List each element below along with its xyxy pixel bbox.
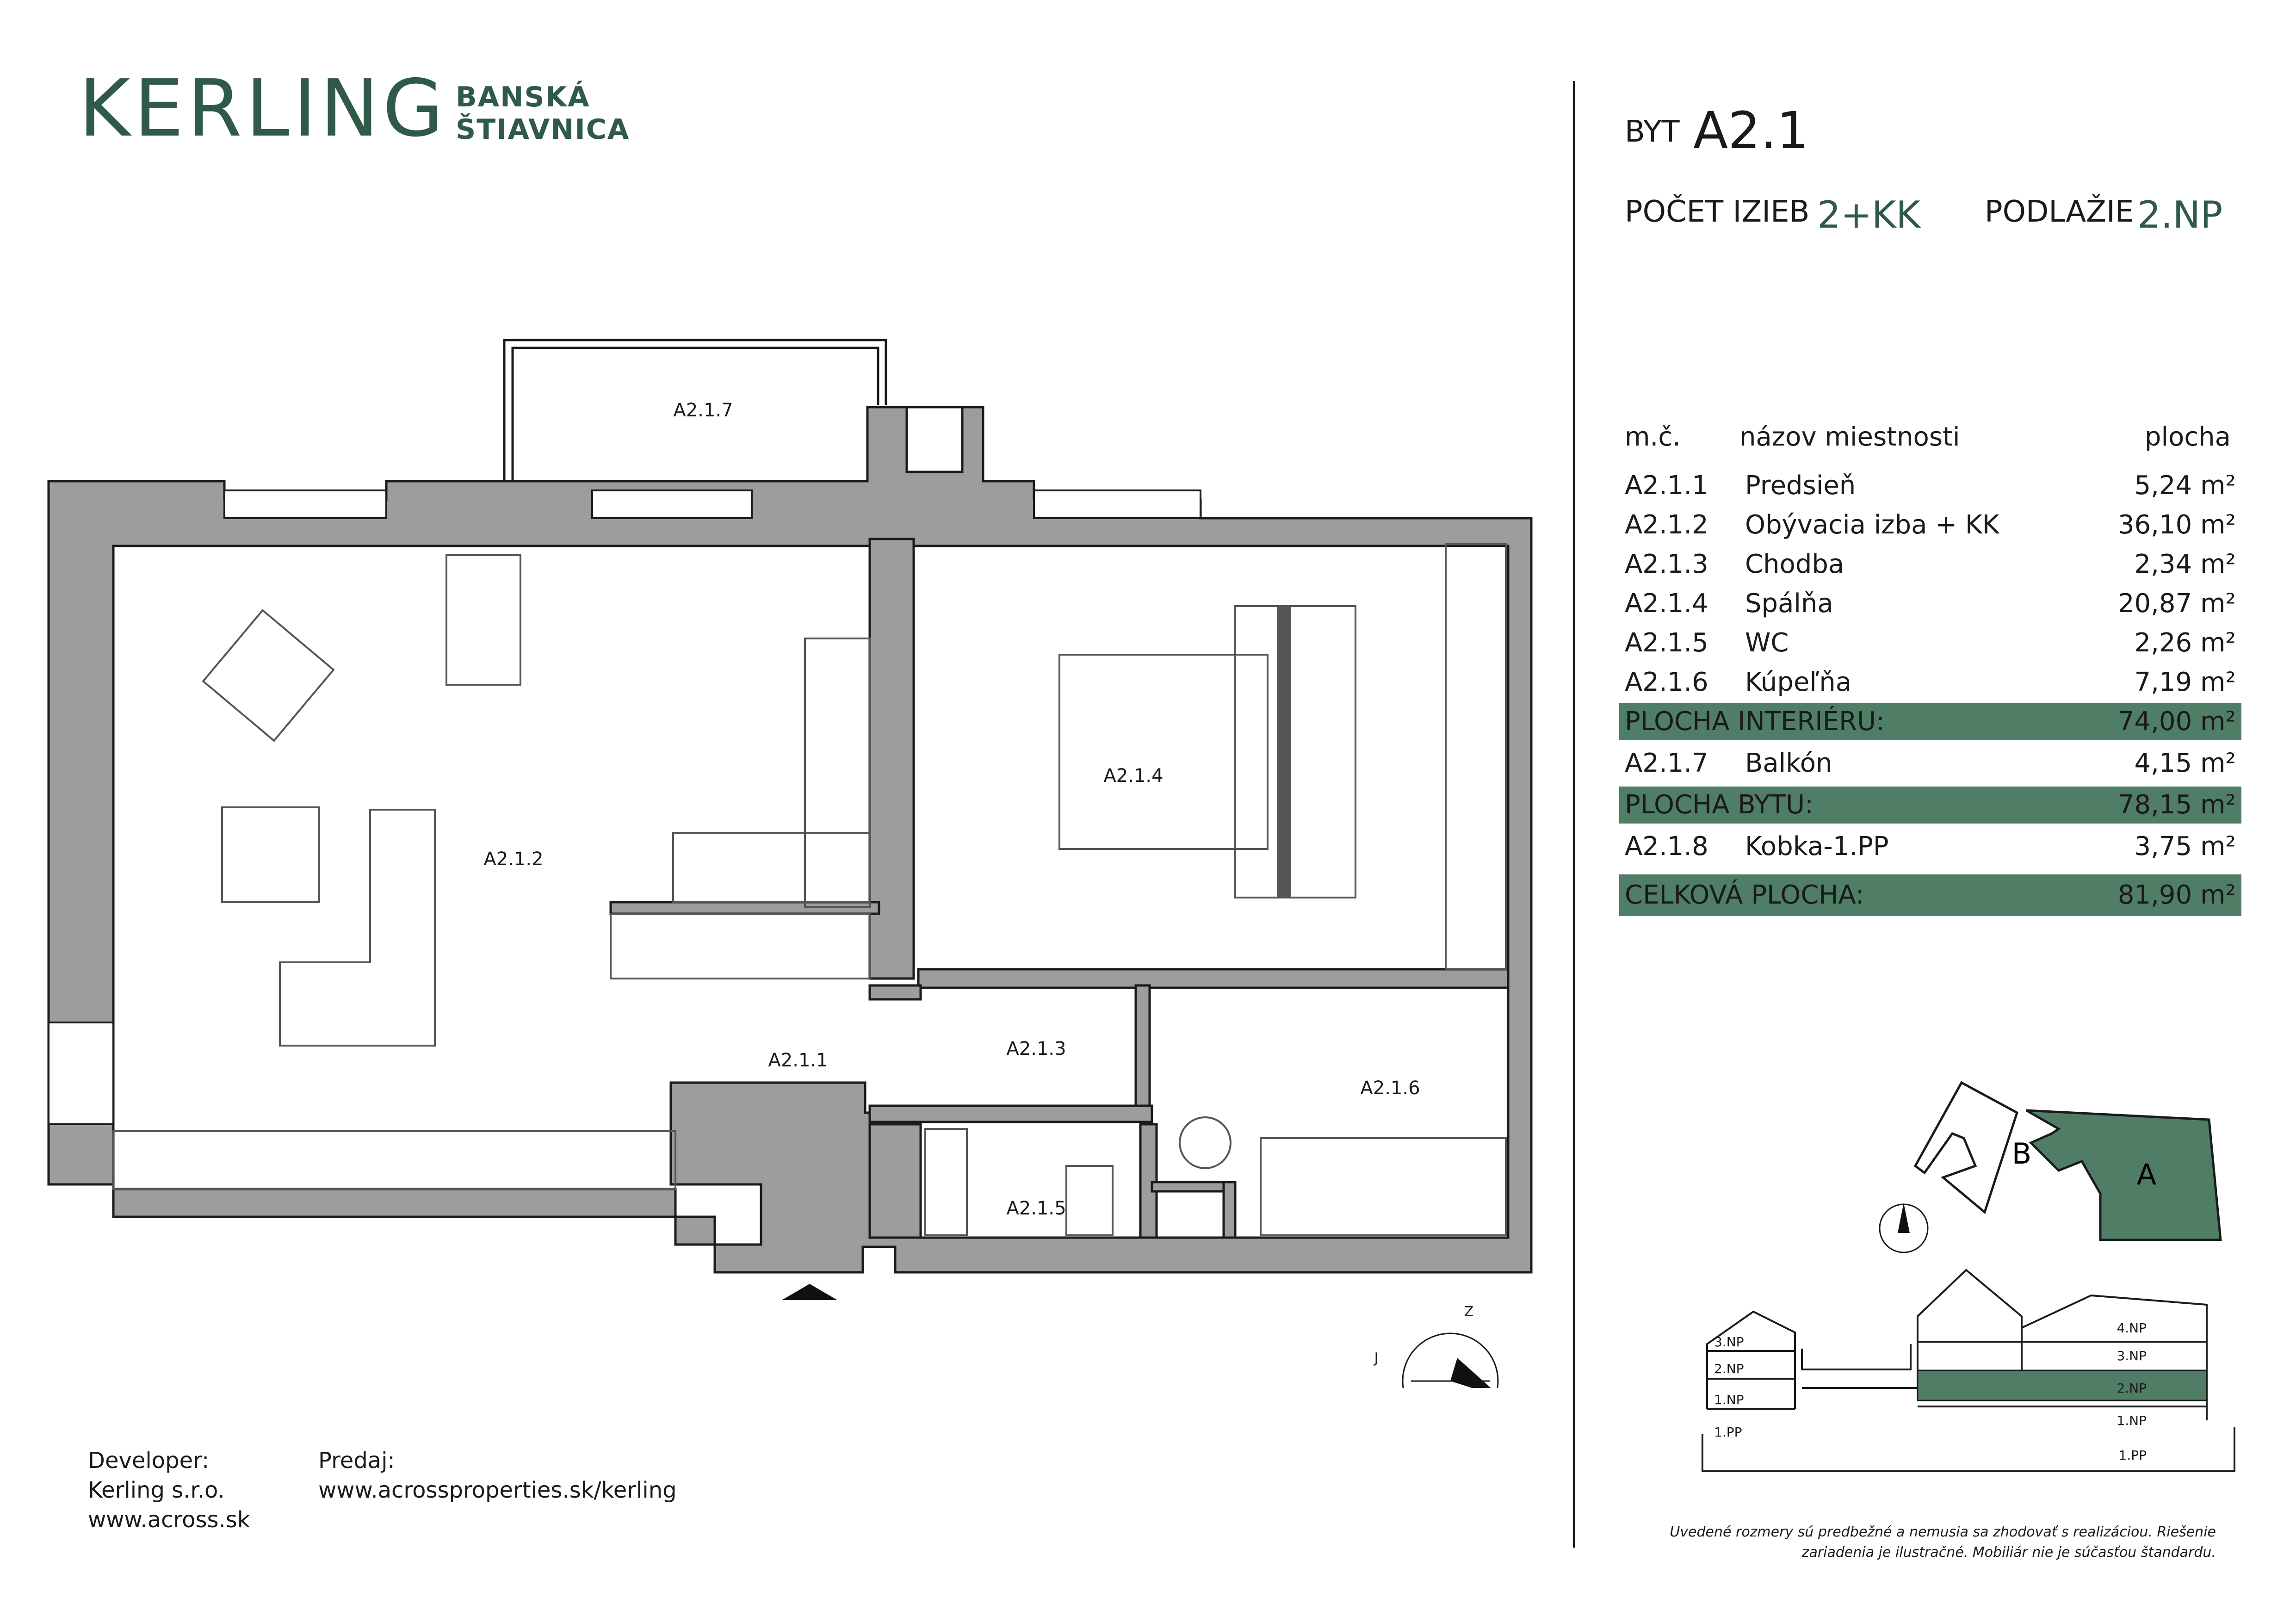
section-right-floor: 1.NP	[2117, 1413, 2147, 1428]
floor-value: 2.NP	[2137, 193, 2223, 236]
section-left-floor: 1.PP	[1714, 1425, 1742, 1440]
site-compass-icon	[1879, 1203, 1929, 1253]
section-left-floor: 2.NP	[1714, 1361, 1744, 1376]
section-left-floor: 3.NP	[1714, 1334, 1744, 1350]
room-label-hall: A2.1.1	[768, 1050, 828, 1071]
brand-logo: KERLING	[79, 63, 447, 155]
table-row-total-overall: CELKOVÁ PLOCHA:81,90 m²	[1619, 874, 2241, 916]
room-label-wc: A2.1.5	[1006, 1198, 1066, 1219]
compass-icon	[1402, 1332, 1499, 1388]
room-label-bedroom: A2.1.4	[1103, 765, 1163, 787]
room-label-living: A2.1.2	[483, 849, 543, 870]
unit-value: A2.1	[1693, 101, 1809, 160]
table-row-total-interior: PLOCHA INTERIÉRU:74,00 m²	[1619, 703, 2241, 740]
sale-title: Predaj:	[318, 1448, 395, 1474]
tv-panel	[1277, 606, 1291, 898]
section-right-floor: 3.NP	[2117, 1348, 2147, 1363]
site-plan: B A 3.NP 2.NP 1.NP 1.PP 4.NP 3.NP 2.NP 1…	[1702, 1081, 2235, 1472]
compass-letter-z: Z	[1464, 1304, 1474, 1320]
building-b	[1913, 1081, 2019, 1214]
room-label-balcony: A2.1.7	[673, 400, 733, 421]
building-b-label: B	[2012, 1137, 2032, 1171]
section-right-floor: 2.NP	[2117, 1381, 2147, 1396]
section-right-floor: 4.NP	[2117, 1320, 2147, 1336]
compass-letter-j: J	[1374, 1350, 1379, 1366]
disclaimer: Uvedené rozmery sú predbežné a nemusia s…	[1628, 1522, 2216, 1563]
section-left-floor: 1.NP	[1714, 1392, 1744, 1407]
building-section	[1702, 1269, 2235, 1472]
disclaimer-line: Uvedené rozmery sú predbežné a nemusia s…	[1670, 1524, 2216, 1540]
table-header-name: názov miestnosti	[1739, 422, 1960, 452]
rooms-value: 2+KK	[1817, 193, 1920, 236]
floor-plan: A2.1.7 A2.1.2 A2.1.4 A2.1.1 A2.1.3 A2.1.…	[47, 339, 1533, 1388]
furniture	[112, 543, 1507, 1236]
table-row-total-unit: PLOCHA BYTU:78,15 m²	[1619, 787, 2241, 824]
table-header-area: plocha	[2145, 422, 2231, 452]
developer-title: Developer:	[88, 1448, 210, 1474]
entrance-arrow	[782, 1284, 837, 1300]
room-label-corridor: A2.1.3	[1006, 1038, 1066, 1059]
sale-info: Predaj: www.acrossproperties.sk/kerling	[318, 1446, 677, 1505]
floor-label: PODLAŽIE	[1985, 195, 2134, 229]
interior-walls	[609, 406, 1510, 1239]
building-a-label: A	[2137, 1158, 2156, 1191]
developer-website-link[interactable]: www.across.sk	[88, 1507, 250, 1533]
windows	[48, 489, 1201, 1125]
balcony	[503, 339, 887, 481]
rooms-label: POČET IZIEB	[1625, 195, 1810, 229]
brand-location-line1: BANSKÁ	[456, 81, 590, 113]
building-a	[2025, 1109, 2222, 1241]
section-right-floor: 1.PP	[2119, 1448, 2147, 1463]
sale-website-link[interactable]: www.acrossproperties.sk/kerling	[318, 1477, 677, 1503]
developer-info: Developer: Kerling s.r.o. www.across.sk	[88, 1446, 250, 1535]
outer-walls	[47, 406, 1533, 1274]
disclaimer-line: zariadenia je ilustračné. Mobiliár nie j…	[1801, 1544, 2216, 1561]
brand-location-line2: ŠTIAVNICA	[456, 113, 630, 146]
highlighted-floor	[1917, 1369, 2208, 1401]
room-label-bathroom: A2.1.6	[1360, 1078, 1420, 1099]
developer-name: Kerling s.r.o.	[88, 1477, 225, 1503]
unit-label: BYT	[1625, 115, 1680, 149]
table-header-mc: m.č.	[1625, 422, 1681, 452]
divider-line	[1573, 81, 1575, 1548]
